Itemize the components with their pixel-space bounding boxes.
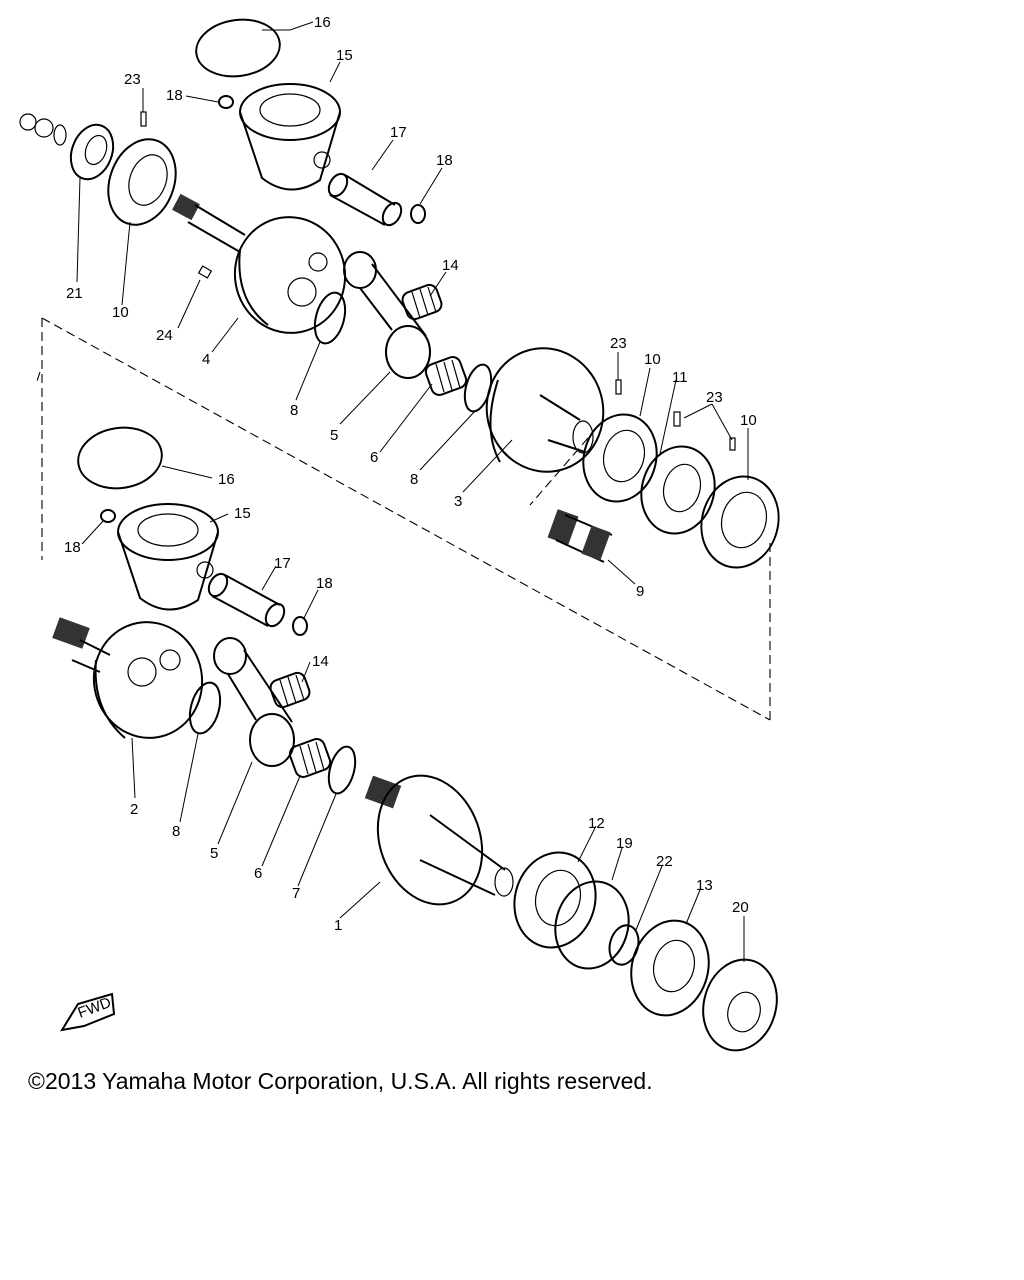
left-shaft-small-parts xyxy=(19,113,67,146)
needle-bearing-small-end-lower xyxy=(269,671,311,709)
callout-21: 21 xyxy=(66,285,83,302)
callout-5-upper: 5 xyxy=(330,427,338,444)
callout-labels: 16 15 23 18 17 18 21 10 24 4 14 8 5 6 8 … xyxy=(64,14,757,934)
callout-14-top: 14 xyxy=(442,257,459,274)
crankshaft-exploded-diagram: FWD xyxy=(19,14,780,1052)
dowel-pin-center xyxy=(615,379,622,395)
callout-22: 22 xyxy=(656,853,673,870)
crank-wheel-left xyxy=(172,193,347,334)
crank-wheel-lower xyxy=(52,617,204,739)
callout-9: 9 xyxy=(636,583,644,600)
oil-seal-right xyxy=(702,958,778,1052)
forward-arrow-label: FWD xyxy=(76,994,114,1022)
callout-10-center: 10 xyxy=(644,351,661,368)
callout-16-top: 16 xyxy=(314,14,331,31)
callout-23-top-left: 23 xyxy=(124,71,141,88)
bearing-left xyxy=(107,138,177,226)
piston-pin-bottom xyxy=(207,572,286,628)
piston-top xyxy=(239,83,341,191)
callout-16-bottom: 16 xyxy=(218,471,235,488)
bearing-center xyxy=(640,445,716,535)
callout-3: 3 xyxy=(454,493,462,510)
piston-ring-top xyxy=(195,18,281,78)
callout-19: 19 xyxy=(616,835,633,852)
callout-1: 1 xyxy=(334,917,342,934)
callout-20: 20 xyxy=(732,899,749,916)
dowel-pin-right-a xyxy=(673,411,681,427)
callout-17-top: 17 xyxy=(390,124,407,141)
callout-7: 7 xyxy=(292,885,300,902)
callout-2: 2 xyxy=(130,801,138,818)
callout-14-bottom: 14 xyxy=(312,653,329,670)
piston-pin-top xyxy=(327,172,403,227)
woodruff-key xyxy=(197,265,213,279)
callout-13: 13 xyxy=(696,877,713,894)
crank-wheel-center xyxy=(485,347,605,473)
thrust-washer-lower-right xyxy=(327,745,357,795)
center-shaft xyxy=(547,509,613,563)
dowel-pin-top-left xyxy=(140,111,147,127)
dowel-pin-right-b xyxy=(729,437,736,451)
callout-8-lower: 8 xyxy=(172,823,180,840)
callout-11: 11 xyxy=(672,369,688,386)
callout-15-top: 15 xyxy=(336,47,353,64)
needle-bearing-small-end-upper xyxy=(401,283,443,321)
thrust-washer-upper-left xyxy=(313,291,347,345)
callout-8-upper-left: 8 xyxy=(290,402,298,419)
circlip-large xyxy=(554,880,630,970)
callout-6-lower: 6 xyxy=(254,865,262,882)
callout-15-bottom: 15 xyxy=(234,505,251,522)
leader-lines xyxy=(76,21,749,962)
connecting-rod-lower xyxy=(213,637,295,767)
circlip-bottom-left xyxy=(100,509,116,523)
crank-wheel-right xyxy=(364,774,514,906)
callout-18-bottom-left: 18 xyxy=(64,539,81,556)
forward-arrow-icon: FWD xyxy=(59,992,116,1032)
bearing-right xyxy=(700,475,780,569)
callout-8-upper-right: 8 xyxy=(410,471,418,488)
copyright-notice: ©2013 Yamaha Motor Corporation, U.S.A. A… xyxy=(28,1068,653,1094)
thrust-washer-lower-left xyxy=(188,681,222,735)
oil-seal-left xyxy=(69,123,115,181)
piston-bottom xyxy=(117,503,219,611)
callout-17-bottom: 17 xyxy=(274,555,291,572)
bearing-output-outer xyxy=(630,919,710,1017)
callout-18-bottom-right: 18 xyxy=(316,575,333,592)
callout-6-upper: 6 xyxy=(370,449,378,466)
bearing-output-inner xyxy=(513,851,597,949)
bearing-center-left xyxy=(582,413,658,503)
callout-10-right: 10 xyxy=(740,412,757,429)
callout-23-right: 23 xyxy=(706,389,723,406)
needle-bearing-big-end-lower xyxy=(288,738,332,778)
circlip-bottom-right xyxy=(292,616,308,636)
callout-18-top-right: 18 xyxy=(436,152,453,169)
callout-24: 24 xyxy=(156,327,173,344)
connecting-rod-upper xyxy=(343,251,431,379)
circlip-top-right xyxy=(410,204,426,224)
callout-10-left: 10 xyxy=(112,304,129,321)
piston-ring-bottom xyxy=(77,426,163,490)
circlip-top-left xyxy=(218,95,234,109)
callout-12: 12 xyxy=(588,815,605,832)
callout-5-lower: 5 xyxy=(210,845,218,862)
callout-23-center: 23 xyxy=(610,335,627,352)
needle-bearing-big-end-upper xyxy=(424,356,468,396)
callout-4: 4 xyxy=(202,351,210,368)
callout-18-top-left: 18 xyxy=(166,87,183,104)
